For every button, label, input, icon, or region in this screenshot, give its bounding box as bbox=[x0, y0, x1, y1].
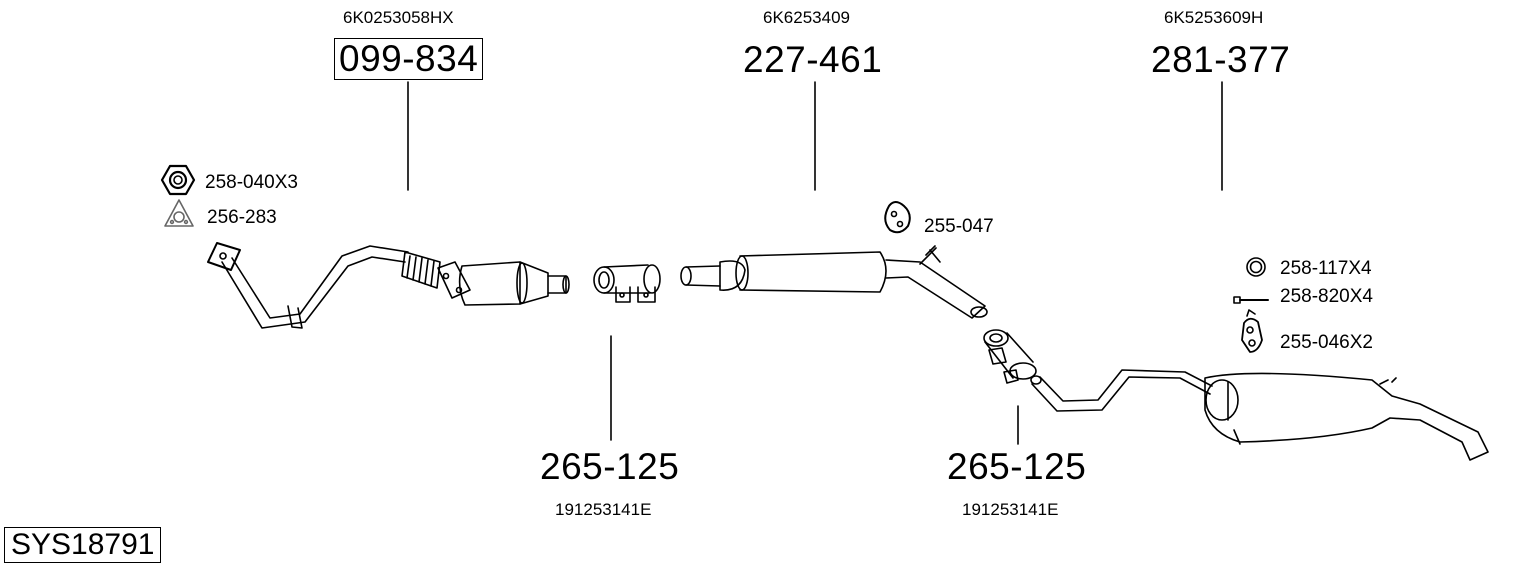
oem-number-clamp-2: 191253141E bbox=[962, 500, 1059, 519]
accessory-label-rubber-mount[interactable]: 255-046X2 bbox=[1280, 332, 1373, 353]
accessory-label-bolt[interactable]: 258-820X4 bbox=[1280, 286, 1373, 307]
oem-number-clamp-1: 191253141E bbox=[555, 500, 652, 519]
oem-number-middle-silencer: 6K6253409 bbox=[763, 8, 850, 27]
flange-gasket-icon[interactable] bbox=[164, 199, 194, 227]
hex-nut-icon[interactable] bbox=[160, 164, 196, 196]
rear-silencer[interactable] bbox=[1030, 369, 1489, 461]
accessory-label-flange-gasket[interactable]: 256-283 bbox=[207, 207, 277, 228]
part-number-clamp-1[interactable]: 265-125 bbox=[540, 446, 680, 487]
pipe-clamp-1[interactable] bbox=[593, 264, 661, 303]
rubber-mount-icon[interactable] bbox=[1241, 309, 1263, 353]
part-number-middle-silencer[interactable]: 227-461 bbox=[743, 39, 883, 80]
part-number-rear-silencer[interactable]: 281-377 bbox=[1151, 39, 1291, 80]
system-code-badge: SYS18791 bbox=[4, 527, 162, 563]
part-number-front-pipe[interactable]: 099-834 bbox=[334, 38, 484, 80]
accessory-label-hex-nut[interactable]: 258-040X3 bbox=[205, 172, 298, 193]
bolt-icon[interactable] bbox=[1233, 296, 1269, 304]
middle-silencer[interactable] bbox=[680, 245, 988, 319]
pipe-clamp-2[interactable] bbox=[983, 329, 1037, 384]
oem-number-rear-silencer: 6K5253609H bbox=[1164, 8, 1264, 27]
part-number-clamp-2[interactable]: 265-125 bbox=[947, 446, 1087, 487]
front-pipe-catalyst[interactable] bbox=[207, 242, 570, 329]
accessory-label-ring-gasket[interactable]: 258-117X4 bbox=[1280, 258, 1372, 279]
oem-number-front-pipe: 6K0253058HX bbox=[343, 8, 454, 27]
accessory-label-rubber-hanger[interactable]: 255-047 bbox=[924, 216, 994, 237]
rubber-hanger-icon[interactable] bbox=[884, 201, 911, 234]
ring-gasket-icon[interactable] bbox=[1246, 257, 1266, 277]
